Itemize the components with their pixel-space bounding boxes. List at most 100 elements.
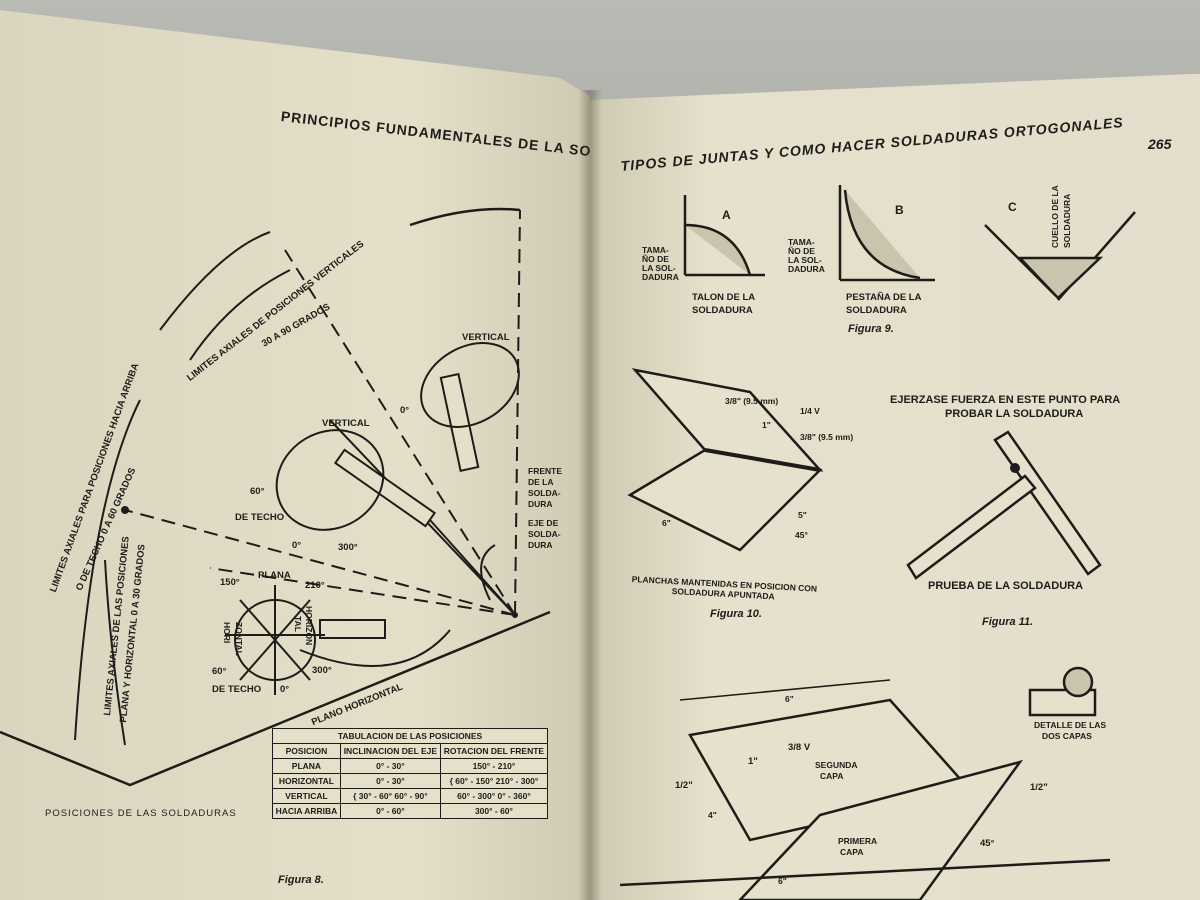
right-page: TIPOS DE JUNTAS Y COMO HACER SOLDADURAS … — [590, 74, 1200, 900]
tamano-line: TAMA- — [788, 237, 815, 247]
fig12-segunda: SEGUNDA — [815, 760, 858, 770]
left-page: PRINCIPIOS FUNDAMENTALES DE LA SOLDADURA… — [0, 10, 590, 900]
frente-line-3: SOLDA- — [528, 488, 561, 498]
eje-line-2: SOLDA- — [528, 529, 561, 539]
fig9-pestana: PESTAÑA DE LA — [846, 292, 922, 303]
fig9-tamano-b: TAMA- ÑO DE LA SOL- DADURA — [788, 238, 825, 274]
page-number: 265 — [1148, 136, 1172, 152]
fig10-dim-7: 45° — [795, 530, 808, 540]
figure-8-title: POSICIONES DE LAS SOLDADURAS — [45, 808, 237, 819]
table-row: HORIZONTAL 0° - 30° { 60° - 150° 210° - … — [272, 773, 549, 789]
fig10-dim-4: 3/8" (9.5 mm) — [800, 432, 854, 442]
table-row: VERTICAL { 30° - 60° 60° - 90° 60° - 300… — [272, 788, 549, 804]
label-deg-300b: 300° — [312, 665, 332, 676]
table-row: PLANA 0° - 30° 150° - 210° — [272, 758, 549, 774]
table-cell: { 60° - 150° 210° - 300° — [439, 773, 549, 789]
fig10-dim-6: 5" — [798, 510, 807, 520]
fig12-dim-45: 45° — [980, 838, 995, 849]
fig9-pestana-2: SOLDADURA — [846, 305, 907, 316]
label-hori: HORI — [222, 622, 232, 644]
fig9-talon: TALON DE LA — [692, 292, 756, 303]
label-de-techo-1: DE TECHO — [235, 512, 285, 523]
fig12-capa: CAPA — [820, 771, 844, 781]
fig9-label-c: C — [1008, 200, 1017, 214]
fig10-dim-1: 3/8" (9.5 mm) — [725, 396, 779, 406]
fig12-dim-6: 6" — [785, 694, 794, 704]
figure-10-caption: Figura 10. — [710, 608, 762, 620]
fig9-cuello-2: SOLDADURA — [1062, 193, 1072, 248]
label-deg-60b: 60° — [212, 666, 227, 677]
fig9-talon-2: SOLDADURA — [692, 305, 753, 316]
tamano-line: LA SOL- — [788, 255, 822, 265]
fig12-detail-1: DETALLE DE LAS — [1034, 720, 1107, 730]
fig10-dim-2: 1/4 V — [800, 406, 820, 416]
fig12-dim-4: 4" — [708, 810, 717, 820]
table-cell: 150° - 210° — [439, 758, 549, 774]
label-tal: TAL — [293, 616, 303, 632]
fig10-dim-3: 1" — [762, 420, 771, 430]
figure-11-caption: Figura 11. — [982, 616, 1034, 628]
fig9-label-a: A — [722, 208, 731, 222]
positions-table: TABULACION DE LAS POSICIONES POSICION IN… — [272, 728, 549, 819]
label-deg-0a: 0° — [400, 405, 410, 416]
figure-9-caption: Figura 9. — [848, 323, 894, 335]
fig9-label-b: B — [895, 203, 904, 217]
label-deg-0b: 0° — [292, 540, 302, 551]
tamano-line: DADURA — [642, 272, 679, 282]
frente-line-4: DURA — [528, 499, 553, 509]
label-eje: EJE DE SOLDA- DURA — [528, 518, 561, 551]
label-zontal: ZONTAL — [234, 622, 244, 656]
frente-line-2: DE LA — [528, 477, 554, 487]
table-cell: 0° - 30° — [339, 758, 441, 774]
eje-line-3: DURA — [528, 540, 553, 550]
table-cell: 0° - 60° — [339, 803, 441, 819]
table-cell: 60° - 300° 0° - 360° — [439, 788, 549, 804]
right-page-drawings — [619, 185, 1136, 900]
table-cell: 300° - 60° — [439, 803, 549, 819]
table-cell: HACIA ARRIBA — [272, 803, 341, 819]
fig12-dim-6b: 6" — [778, 876, 787, 886]
table-cell: VERTICAL — [272, 788, 341, 804]
fig12-detail-2: DOS CAPAS — [1042, 731, 1092, 741]
fig12-primera: PRIMERA — [838, 836, 878, 846]
fig12-dim-1: 1" — [748, 756, 758, 767]
table-row: HACIA ARRIBA 0° - 60° 300° - 60° — [272, 803, 549, 819]
book-gutter — [578, 90, 602, 900]
label-horizon: HORIZON — [304, 606, 314, 646]
eje-line-1: EJE DE — [528, 518, 559, 528]
label-deg-300a: 300° — [338, 542, 358, 553]
label-vertical-1: VERTICAL — [462, 332, 510, 343]
table-title: TABULACION DE LAS POSICIONES — [272, 728, 548, 744]
table-cell: 0° - 30° — [339, 773, 441, 789]
frente-line-1: FRENTE — [528, 466, 562, 476]
fig12-dim-38v: 3/8 V — [788, 742, 811, 753]
fig12-dim-12a: 1/2" — [675, 780, 693, 791]
label-vertical-2: VERTICAL — [322, 418, 370, 429]
fig9-tamano-a: TAMA- ÑO DE LA SOL- DADURA — [642, 246, 679, 282]
fig9-cuello: CUELLO DE LA — [1050, 185, 1060, 248]
figure-8-drawing — [0, 207, 551, 787]
tamano-line: TAMA- — [642, 245, 669, 255]
label-de-techo-2: DE TECHO — [212, 684, 262, 695]
fig11-label: PRUEBA DE LA SOLDADURA — [928, 580, 1084, 592]
fig12-dim-12b: 1/2" — [1030, 782, 1048, 793]
fig10-dim-5: 6" — [662, 518, 671, 528]
label-deg-150: 150° — [220, 577, 240, 588]
table-cell: { 30° - 60° 60° - 90° — [339, 788, 441, 804]
tamano-line: LA SOL- — [642, 263, 676, 273]
label-frente: FRENTE DE LA SOLDA- DURA — [528, 466, 562, 510]
fig11-title-1: EJERZASE FUERZA EN ESTE PUNTO PARA — [890, 394, 1121, 406]
table-header: ROTACION DEL FRENTE — [439, 743, 549, 759]
table-cell: PLANA — [272, 758, 341, 774]
label-deg-0c: 0° — [280, 684, 290, 695]
tamano-line: DADURA — [788, 264, 825, 274]
label-deg-210: 210° — [305, 580, 325, 591]
table-cell: HORIZONTAL — [272, 773, 341, 789]
table-header: INCLINACION DEL EJE — [339, 743, 441, 759]
figure-8-caption: Figura 8. — [278, 874, 324, 886]
tamano-line: ÑO DE — [642, 254, 669, 264]
fig11-title-2: PROBAR LA SOLDADURA — [945, 408, 1084, 420]
label-plana: PLANA — [258, 570, 291, 581]
tamano-line: ÑO DE — [788, 246, 815, 256]
table-header: POSICION — [272, 743, 341, 759]
